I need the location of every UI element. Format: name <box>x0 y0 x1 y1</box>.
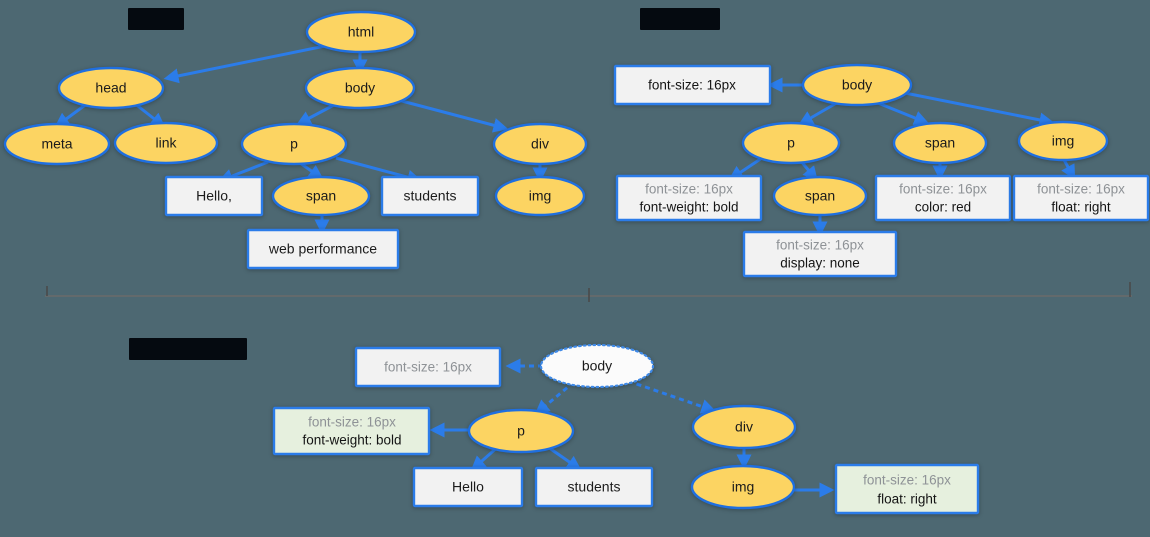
render-node-img-label: img <box>732 479 755 495</box>
render-text-hello[interactable]: Hello <box>412 466 524 508</box>
cssom-style-span-top-own: color: red <box>915 200 971 215</box>
render-style-p[interactable]: font-size: 16px font-weight: bold <box>272 406 431 456</box>
cssom-style-span-top-inherited: font-size: 16px <box>899 182 987 197</box>
dom-node-link[interactable]: link <box>113 121 219 165</box>
render-node-p-label: p <box>517 423 525 439</box>
cssom-node-body-label: body <box>842 77 872 93</box>
cssom-node-span-top-label: span <box>925 135 955 151</box>
render-style-p-inherited: font-size: 16px <box>308 415 396 430</box>
render-node-div[interactable]: div <box>691 404 797 450</box>
cssom-style-span-child-own: display: none <box>780 256 860 271</box>
cssom-node-body[interactable]: body <box>801 63 913 107</box>
render-style-body[interactable]: font-size: 16px <box>354 346 502 388</box>
cssom-style-p[interactable]: font-size: 16px font-weight: bold <box>615 174 763 222</box>
cssom-node-p[interactable]: p <box>741 121 841 165</box>
render-node-body[interactable]: body <box>539 343 655 389</box>
render-style-body-inherited: font-size: 16px <box>384 360 472 375</box>
dom-node-div[interactable]: div <box>492 122 588 166</box>
dom-node-div-label: div <box>531 136 549 152</box>
dom-text-students[interactable]: students <box>380 175 480 217</box>
dom-node-body-label: body <box>345 80 375 96</box>
dom-text-webperformance-label: web performance <box>268 241 377 257</box>
render-style-img-own: float: right <box>877 492 937 507</box>
dom-node-img[interactable]: img <box>494 175 586 217</box>
dom-node-link-label: link <box>155 135 177 151</box>
render-style-img-inherited: font-size: 16px <box>863 473 951 488</box>
dom-node-html[interactable]: html <box>305 10 417 54</box>
cssom-style-img[interactable]: font-size: 16px float: right <box>1012 174 1150 222</box>
cssom-style-img-inherited: font-size: 16px <box>1037 182 1125 197</box>
cssom-node-p-label: p <box>787 135 795 151</box>
cssom-style-p-inherited: font-size: 16px <box>645 182 733 197</box>
render-text-students[interactable]: students <box>534 466 654 508</box>
render-text-hello-label: Hello <box>452 479 484 495</box>
render-node-p[interactable]: p <box>467 408 575 454</box>
dom-text-hello-label: Hello, <box>196 188 232 204</box>
cssom-style-span-top[interactable]: font-size: 16px color: red <box>874 174 1012 222</box>
dom-text-students-label: students <box>404 188 457 204</box>
render-style-p-own: font-weight: bold <box>302 433 401 448</box>
cssom-style-span-child[interactable]: font-size: 16px display: none <box>742 230 898 278</box>
render-text-students-label: students <box>568 479 621 495</box>
dom-node-p[interactable]: p <box>240 122 348 166</box>
render-tree-title-redaction <box>129 338 247 360</box>
dom-node-head-label: head <box>95 80 126 96</box>
dom-node-html-label: html <box>348 24 374 40</box>
cssom-node-span-child[interactable]: span <box>772 175 868 217</box>
cssom-node-img[interactable]: img <box>1017 120 1109 162</box>
cssom-node-span-child-label: span <box>805 188 835 204</box>
render-node-div-label: div <box>735 419 753 435</box>
dom-node-meta-label: meta <box>41 136 72 152</box>
dom-node-head[interactable]: head <box>57 66 165 110</box>
dom-text-webperformance[interactable]: web performance <box>246 228 400 270</box>
cssom-style-p-own: font-weight: bold <box>639 200 738 215</box>
dom-node-span[interactable]: span <box>271 175 371 217</box>
dom-text-hello[interactable]: Hello, <box>164 175 264 217</box>
render-node-body-label: body <box>582 358 612 374</box>
dom-node-img-label: img <box>529 188 552 204</box>
cssom-node-span-top[interactable]: span <box>892 121 988 165</box>
dom-node-span-label: span <box>306 188 336 204</box>
render-node-img[interactable]: img <box>690 464 796 510</box>
cssom-style-body-own: font-size: 16px <box>648 78 736 93</box>
cssom-style-span-child-inherited: font-size: 16px <box>776 238 864 253</box>
dom-tree-title-redaction <box>128 8 184 30</box>
dom-node-meta[interactable]: meta <box>3 122 111 166</box>
cssom-node-img-label: img <box>1052 133 1075 149</box>
dom-node-p-label: p <box>290 136 298 152</box>
cssom-style-body[interactable]: font-size: 16px <box>613 64 772 106</box>
dom-node-body[interactable]: body <box>304 66 416 110</box>
cssom-tree-title-redaction <box>640 8 720 30</box>
cssom-style-img-own: float: right <box>1051 200 1111 215</box>
render-style-img[interactable]: font-size: 16px float: right <box>834 463 980 515</box>
